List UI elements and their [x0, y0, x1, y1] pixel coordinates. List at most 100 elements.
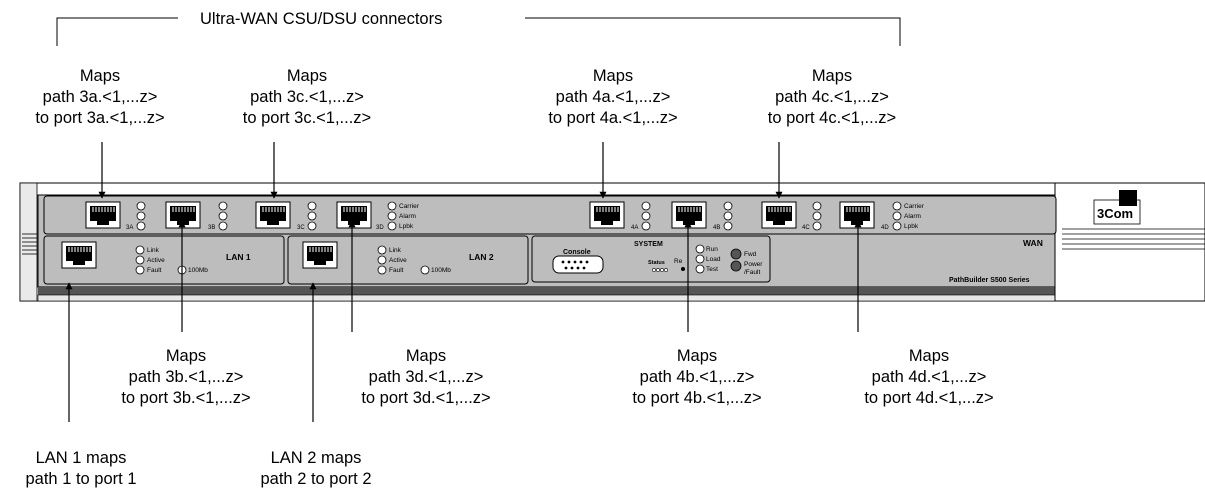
wan-label: WAN [1023, 238, 1043, 248]
lan2-leds [377, 245, 387, 275]
wan-port-4d [839, 201, 875, 229]
bracket-title: Ultra-WAN CSU/DSU connectors [200, 10, 442, 28]
callout-3a-line2: path 3a.<1,...z> [42, 88, 158, 106]
callout-3d-line1: Maps [405, 347, 447, 365]
fwd-label: Fwd [744, 251, 757, 258]
wan-port-3a [85, 201, 121, 229]
wan-card [43, 195, 1057, 235]
lan1-port [61, 241, 97, 269]
callout-4b-line2: path 4b.<1,...z> [639, 368, 755, 386]
lan2-title: LAN 2 [469, 252, 494, 262]
callout-4a: Maps path 4a.<1,...z> to port 4a.<1,...z… [518, 66, 708, 129]
callout-4d: Maps path 4d.<1,...z> to port 4d.<1,...z… [834, 346, 1024, 409]
wan-leds-3b [218, 201, 228, 231]
reset-button [681, 267, 685, 271]
port-id-4a: 4A [631, 225, 638, 231]
reset-label: Re [674, 258, 683, 265]
lan2-speed-label: 100Mb [431, 267, 451, 274]
callout-lan2: LAN 2 maps path 2 to port 2 [226, 448, 406, 490]
led-label-test: Test [706, 266, 718, 273]
lan1-leds [135, 245, 145, 275]
led-label-carrier-4: Carrier [904, 203, 925, 210]
lan1-card [43, 235, 285, 285]
wan-leds-4c [812, 201, 822, 231]
callout-lan1: LAN 1 maps path 1 to port 1 [0, 448, 162, 490]
callout-lan1-line1: LAN 1 maps [35, 449, 127, 467]
callout-3b-line3: to port 3b.<1,...z> [121, 389, 251, 407]
callout-3c-line2: path 3c.<1,...z> [250, 88, 364, 106]
port-id-3a: 3A [126, 225, 133, 231]
power-label: Power [744, 261, 763, 268]
callout-3b: Maps path 3b.<1,...z> to port 3b.<1,...z… [91, 346, 281, 409]
status-leds [652, 268, 668, 272]
model-label: PathBuilder S500 Series [949, 277, 1030, 284]
lan2-led-active: Active [389, 257, 407, 264]
wan-leds-3a [136, 201, 146, 231]
wan-leds-4b [723, 201, 733, 231]
lan2-port [302, 241, 338, 269]
callout-4b-line1: Maps [676, 347, 718, 365]
wan-port-4b [671, 201, 707, 229]
callout-3c-line1: Maps [286, 67, 328, 85]
callout-3a-line3: to port 3a.<1,...z> [35, 109, 165, 127]
callout-4b-line3: to port 4b.<1,...z> [632, 389, 762, 407]
wan-leds-3c [307, 201, 317, 231]
wan-leds-4a [641, 201, 651, 231]
led-label-lpbk-4: Lpbk [904, 223, 919, 230]
callout-3c: Maps path 3c.<1,...z> to port 3c.<1,...z… [212, 66, 402, 129]
callout-4a-line1: Maps [592, 67, 634, 85]
callout-4c-line1: Maps [811, 67, 853, 85]
console-label: Console [563, 249, 591, 256]
lan2-card [287, 235, 529, 285]
lan2-100mb-led [420, 265, 430, 275]
port-id-4d: 4D [881, 225, 889, 231]
system-title: SYSTEM [634, 241, 663, 248]
port-id-3d: 3D [376, 225, 384, 231]
system-leds [695, 244, 705, 274]
callout-4a-line3: to port 4a.<1,...z> [548, 109, 678, 127]
callout-lan2-line1: LAN 2 maps [270, 449, 362, 467]
console-pins [561, 260, 589, 270]
callout-3b-line1: Maps [165, 347, 207, 365]
port-id-3c: 3C [297, 225, 305, 231]
callout-4b: Maps path 4b.<1,...z> to port 4b.<1,...z… [602, 346, 792, 409]
callout-4c-line2: path 4c.<1,...z> [775, 88, 889, 106]
wan-leds-3d [387, 201, 397, 231]
lan1-speed-label: 100Mb [188, 267, 208, 274]
power-fault-led [730, 260, 742, 272]
led-label-alarm-3: Alarm [399, 213, 416, 220]
lan1-led-link: Link [147, 247, 160, 254]
fwd-led [730, 248, 742, 260]
led-label-load: Load [706, 256, 721, 263]
callout-4c: Maps path 4c.<1,...z> to port 4c.<1,...z… [737, 66, 927, 129]
wan-port-4a [589, 201, 625, 229]
callout-3d-line3: to port 3d.<1,...z> [361, 389, 491, 407]
port-id-3b: 3B [208, 225, 215, 231]
led-label-alarm-4: Alarm [904, 213, 921, 220]
callout-4c-line3: to port 4c.<1,...z> [767, 109, 897, 127]
callout-3d-line2: path 3d.<1,...z> [368, 368, 484, 386]
wan-connectors-bracket [56, 17, 901, 46]
port-id-4c: 4C [802, 225, 810, 231]
led-label-carrier-3: Carrier [399, 203, 420, 210]
port-id-4b: 4B [713, 225, 720, 231]
callout-4d-line1: Maps [908, 347, 950, 365]
console-port [552, 255, 604, 274]
brand-logo: 3Com [1097, 206, 1133, 221]
callout-3c-line3: to port 3c.<1,...z> [242, 109, 372, 127]
lan2-led-fault: Fault [389, 267, 404, 274]
lan1-led-fault: Fault [147, 267, 162, 274]
callout-3a: Maps path 3a.<1,...z> to port 3a.<1,...z… [5, 66, 195, 129]
callout-lan2-line2: path 2 to port 2 [260, 470, 372, 488]
wan-port-3d [336, 201, 372, 229]
callout-3d: Maps path 3d.<1,...z> to port 3d.<1,...z… [331, 346, 521, 409]
wan-leds-4d [892, 201, 902, 231]
callout-4d-line2: path 4d.<1,...z> [871, 368, 987, 386]
lan2-led-link: Link [389, 247, 402, 254]
system-card [531, 235, 771, 283]
led-label-lpbk-3: Lpbk [399, 223, 414, 230]
led-label-run: Run [706, 246, 718, 253]
callout-3a-line1: Maps [79, 67, 121, 85]
callout-4a-line2: path 4a.<1,...z> [555, 88, 671, 106]
